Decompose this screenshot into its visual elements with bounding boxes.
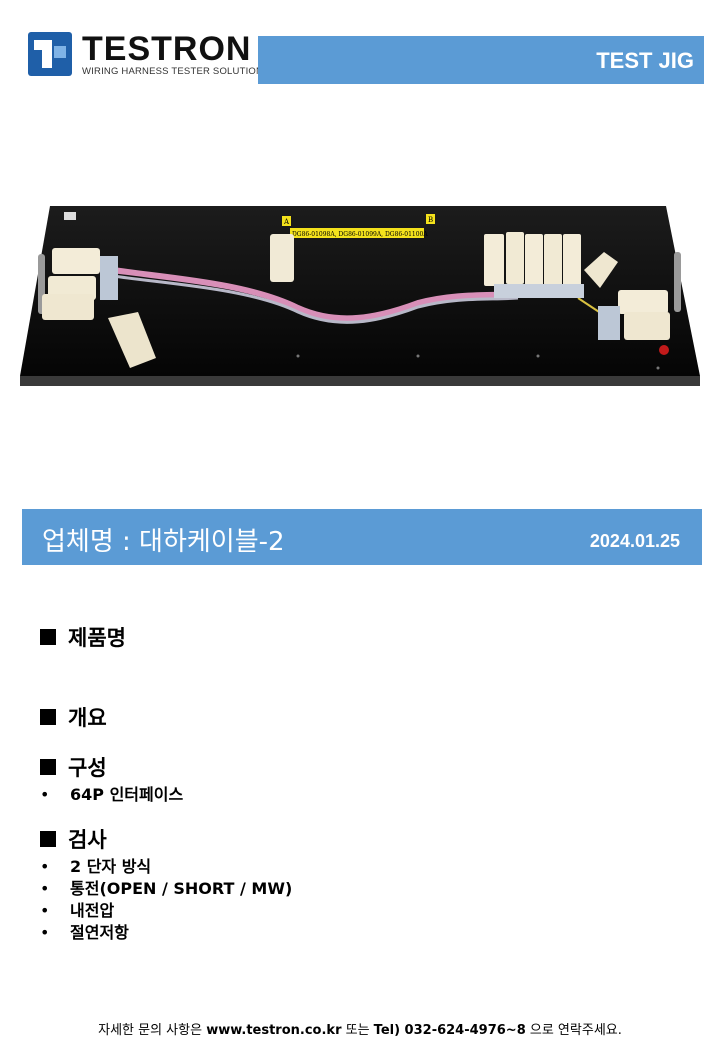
document-date: 2024.01.25	[589, 531, 680, 551]
website-link[interactable]: www.testron.co.kr	[206, 1023, 342, 1038]
bullet-icon: •	[40, 857, 50, 876]
bullet-icon: •	[40, 923, 50, 942]
testron-logo-icon	[28, 32, 72, 76]
list-item: • 통전(OPEN / SHORT / MW)	[40, 878, 292, 900]
section-overview: 개요	[40, 702, 107, 732]
label-b: B	[428, 216, 433, 224]
part-number-label: DG86-01098A, DG86-01099A, DG86-01100A	[292, 231, 428, 238]
bullet-icon: •	[40, 785, 50, 804]
inspection-list: • 2 단자 방식 • 통전(OPEN / SHORT / MW) • 내전압 • 절연…	[40, 856, 292, 944]
label-a: A	[283, 218, 290, 226]
section-title: 개요	[68, 706, 107, 730]
logo-tagline: WIRING HARNESS TESTER SOLUTIONS	[82, 66, 270, 77]
square-bullet-icon	[40, 759, 56, 775]
logo-name: TESTRON	[82, 30, 252, 68]
footer-prefix: 자세한 문의 사항은	[98, 1023, 207, 1038]
company-name: 업체명 : 대하케이블-2	[42, 527, 285, 557]
list-item-text: 2 단자 방식	[70, 857, 152, 876]
footer-suffix: 으로 연락주세요.	[525, 1023, 622, 1038]
section-heading: 구성	[40, 752, 183, 782]
list-item: • 2 단자 방식	[40, 856, 292, 878]
square-bullet-icon	[40, 831, 56, 847]
section-title: 제품명	[68, 626, 126, 650]
list-item-text: 통전(OPEN / SHORT / MW)	[70, 879, 293, 898]
phone-number: Tel) 032-624-4976~8	[373, 1023, 526, 1038]
header-bar: TEST JIG	[258, 36, 704, 84]
list-item-text: 절연저항	[70, 923, 129, 942]
test-jig-photo: A B DG86-01098A, DG86-01099A, DG86-01100…	[20, 206, 700, 386]
bullet-icon: •	[40, 901, 50, 920]
square-bullet-icon	[40, 709, 56, 725]
testron-logo: TESTRON WIRING HARNESS TESTER SOLUTIONS	[28, 30, 269, 82]
section-product: 제품명	[40, 622, 126, 652]
list-item-text: 내전압	[70, 901, 115, 920]
header-title: TEST JIG	[596, 48, 694, 73]
section-heading: 개요	[40, 702, 107, 732]
section-heading: 제품명	[40, 622, 126, 652]
company-bar: 업체명 : 대하케이블-2 2024.01.25	[22, 509, 702, 565]
composition-list: • 64P 인터페이스	[40, 784, 183, 806]
section-inspection: 검사 • 2 단자 방식 • 통전(OPEN / SHORT / MW) • 내전압 …	[40, 824, 292, 944]
footer-middle: 또는	[341, 1023, 374, 1038]
list-item: • 64P 인터페이스	[40, 784, 183, 806]
contact-footer: 자세한 문의 사항은 www.testron.co.kr 또는 Tel) 032…	[0, 1019, 720, 1038]
bullet-icon: •	[40, 879, 50, 898]
section-composition: 구성 • 64P 인터페이스	[40, 752, 183, 806]
list-item-text: 64P 인터페이스	[70, 785, 184, 804]
section-title: 구성	[68, 756, 107, 780]
section-heading: 검사	[40, 824, 292, 854]
section-title: 검사	[68, 828, 107, 852]
list-item: • 내전압	[40, 900, 292, 922]
list-item: • 절연저항	[40, 922, 292, 944]
square-bullet-icon	[40, 629, 56, 645]
